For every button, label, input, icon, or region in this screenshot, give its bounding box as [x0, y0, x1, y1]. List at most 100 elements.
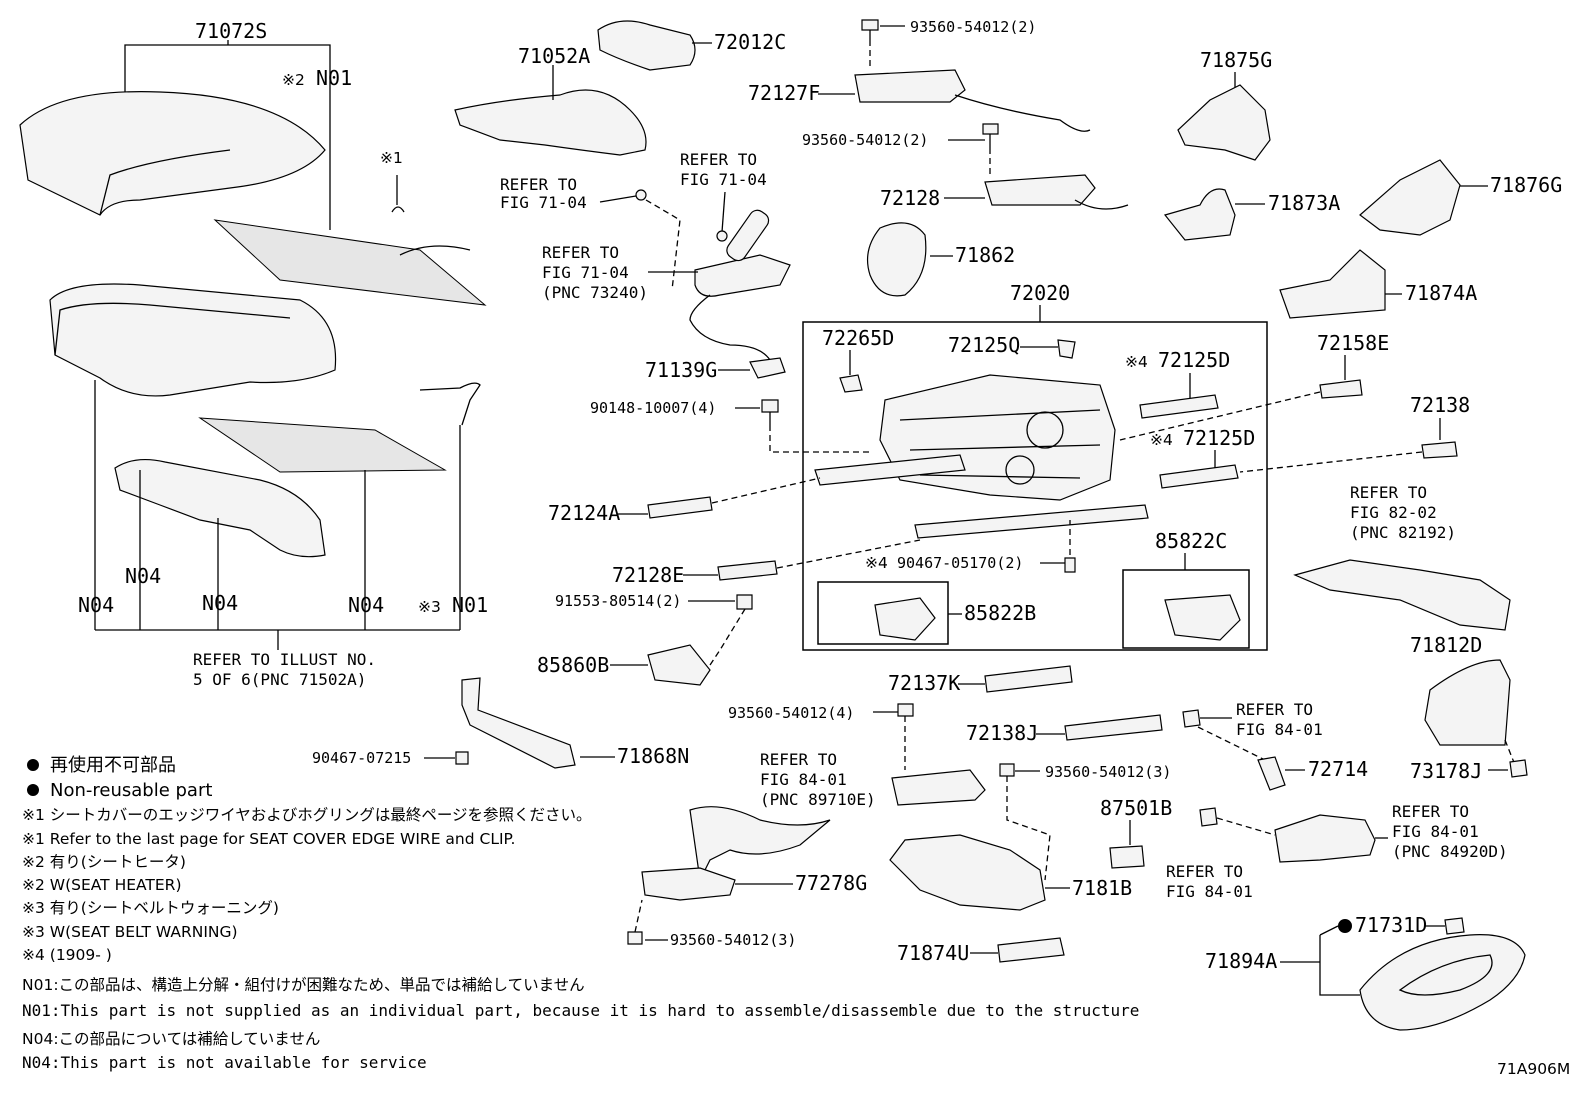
part-72125D-b: 72125D [1183, 426, 1255, 450]
right-middle-group: 72158E 72138 REFER TO FIG 82-02 (PNC 821… [1119, 331, 1528, 783]
side-cover-shape [1359, 934, 1526, 1031]
ref-fig82-02-l3: (PNC 82192) [1350, 523, 1456, 542]
code-n01-b: N01 [452, 593, 488, 617]
cushion-frame-shape [114, 458, 326, 558]
ref-fig84-01-b-l2: FIG 84-01 [1236, 720, 1323, 739]
legend: 再使用不可部品 Non-reusable part ※1 シートカバーのエッジワ… [22, 755, 1139, 1072]
part-93560-d: 93560-54012(4) [728, 704, 854, 722]
nonreusable-marker [1338, 919, 1352, 933]
part-93560-b: 93560-54012(2) [802, 131, 928, 149]
right-top-group: 71875G 71873A 71876G 71874A [1163, 48, 1562, 319]
part-7181B: 7181B [1072, 876, 1132, 900]
code-n04-a: N04 [125, 564, 161, 588]
part-71072S: 71072S [195, 19, 267, 43]
part-93560-a: 93560-54012(2) [910, 18, 1036, 36]
legend-dot-jp [27, 759, 39, 771]
ref-fig84-01-c-l1: REFER TO [1166, 862, 1243, 881]
part-90467-05170: 90467-05170(2) [897, 554, 1023, 572]
mark-3: ※3 [418, 598, 441, 616]
legend-nonreusable-jp: 再使用不可部品 [50, 755, 176, 776]
legend-note4: ※4 (1909- ) [22, 946, 112, 964]
part-91553: 91553-80514(2) [555, 592, 681, 610]
seat-cushion-group: 71072S ※2 N01 ※1 N04 N04 N04 N04 ※3 N01 … [19, 19, 488, 689]
part-71875G: 71875G [1200, 48, 1272, 72]
rail-group: 72124A 72128E 91553-80514(2) 85860B [537, 477, 921, 686]
upper-center-group: 71052A 72012C REFER TO FIG 71-04 REFER T… [454, 20, 870, 453]
ref-fig82-02-l1: REFER TO [1350, 483, 1427, 502]
ref-fig84-01-a-l1: REFER TO [760, 750, 837, 769]
part-72714: 72714 [1308, 757, 1368, 781]
lower-right-group: REFER TO FIG 84-01 72714 REFER TO FIG 84… [1166, 700, 1526, 1031]
part-72138J: 72138J [966, 721, 1038, 745]
part-72158E: 72158E [1317, 331, 1389, 355]
ref-fig84-01-d-l2: FIG 84-01 [1392, 822, 1479, 841]
mark-4-c: ※4 [865, 554, 888, 572]
seat-cover-shape [19, 91, 326, 216]
part-71812D: 71812D [1410, 633, 1482, 657]
ref-fig71-04-b-l2: FIG 71-04 [680, 170, 767, 189]
adjuster-group: 72020 72265D 72125Q ※4 72125D ※4 72125D … [802, 281, 1268, 651]
mark-4-a: ※4 [1125, 353, 1148, 371]
part-71873A: 71873A [1268, 191, 1340, 215]
part-72020: 72020 [1010, 281, 1070, 305]
part-72128: 72128 [880, 186, 940, 210]
part-71876G: 71876G [1490, 173, 1562, 197]
wire-harness-group: 93560-54012(2) 72127F 93560-54012(2) 721… [748, 18, 1129, 297]
code-n04-d: N04 [348, 593, 384, 617]
seat-frame-lower-shape [889, 834, 1046, 911]
ref-fig84-01-d-l1: REFER TO [1392, 802, 1469, 821]
part-85822B: 85822B [964, 601, 1036, 625]
code-n01-a: N01 [316, 66, 352, 90]
heater-mat-shape [213, 219, 487, 306]
ref-fig71-04-c-l2: FIG 71-04 [542, 263, 629, 282]
legend-note3-en: ※3 W(SEAT BELT WARNING) [22, 923, 238, 941]
part-77278G: 77278G [795, 871, 867, 895]
part-87501B: 87501B [1100, 796, 1172, 820]
part-71868N: 71868N [617, 744, 689, 768]
mark-4-b: ※4 [1150, 431, 1173, 449]
mark-2: ※2 [282, 71, 305, 89]
lower-center-group: 71868N 90467-07215 72137K 93560-54012(4)… [312, 665, 1172, 965]
part-72128E: 72128E [612, 563, 684, 587]
part-85822C: 85822C [1155, 529, 1227, 553]
part-71894A: 71894A [1205, 949, 1277, 973]
part-71052A: 71052A [518, 44, 590, 68]
part-71874A: 71874A [1405, 281, 1477, 305]
legend-n04-jp: N04:この部品については補給していません [22, 1030, 320, 1048]
part-72125D-a: 72125D [1158, 348, 1230, 372]
ref-fig82-02-l2: FIG 82-02 [1350, 503, 1437, 522]
seat-mat-shape [198, 417, 447, 473]
part-72138: 72138 [1410, 393, 1470, 417]
part-71862: 71862 [955, 243, 1015, 267]
legend-n04-en: N04:This part is not available for servi… [22, 1053, 427, 1072]
legend-note3-jp: ※3 有り(シートベルトウォーニング) [22, 899, 279, 917]
ref-fig71-04-c-l1: REFER TO [542, 243, 619, 262]
ref-fig84-01-b-l1: REFER TO [1236, 700, 1313, 719]
legend-dot-en [27, 784, 39, 796]
ref-fig71-04-b-l1: REFER TO [680, 150, 757, 169]
ref-fig71-04-a-l1: REFER TO [500, 175, 577, 194]
part-90467-07215: 90467-07215 [312, 749, 411, 767]
legend-note1-jp: ※1 シートカバーのエッジワイヤおよびホグリングは最終ページを参照ください。 [22, 806, 592, 824]
diagram-id: 71A906M [1497, 1060, 1570, 1078]
ref-fig71-04-a-l2: FIG 71-04 [500, 193, 587, 212]
part-73178J: 73178J [1410, 759, 1482, 783]
part-72012C: 72012C [714, 30, 786, 54]
legend-n01-jp: N01:この部品は、構造上分解・組付けが困難なため、単品では補給していません [22, 976, 585, 994]
legend-note2-en: ※2 W(SEAT HEATER) [22, 876, 182, 894]
ref-illust-line2: 5 OF 6(PNC 71502A) [193, 670, 366, 689]
legend-nonreusable-en: Non-reusable part [50, 780, 212, 801]
ref-fig71-04-c-l3: (PNC 73240) [542, 283, 648, 302]
part-71874U: 71874U [897, 941, 969, 965]
part-85860B: 85860B [537, 653, 609, 677]
part-72265D: 72265D [822, 326, 894, 350]
legend-n01-en: N01:This part is not supplied as an indi… [22, 1001, 1139, 1020]
ref-fig84-01-a-l2: FIG 84-01 [760, 770, 847, 789]
part-90148: 90148-10007(4) [590, 399, 716, 417]
seat-adjuster-shape [879, 374, 1116, 501]
ref-illust-line1: REFER TO ILLUST NO. [193, 650, 376, 669]
legend-note2-jp: ※2 有り(シートヒータ) [22, 853, 186, 871]
cushion-pad-shape [49, 283, 337, 397]
mark-1: ※1 [380, 149, 403, 167]
